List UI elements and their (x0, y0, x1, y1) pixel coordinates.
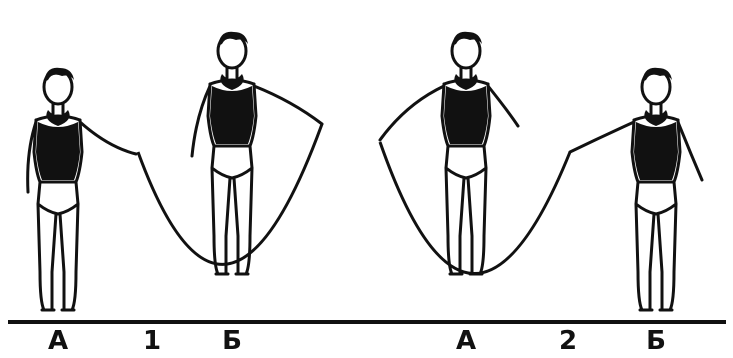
figure-a-scene-2 (380, 32, 518, 274)
label-b-scene-2: Б (646, 326, 666, 356)
label-a-scene-2: А (456, 326, 476, 356)
label-a-scene-1: А (48, 326, 68, 356)
label-b-scene-1: Б (222, 326, 242, 356)
figure-b-scene-1 (192, 32, 322, 274)
label-number-scene-2: 2 (559, 326, 577, 356)
figure-b-scene-2 (570, 68, 702, 310)
figure-a-scene-1 (28, 68, 136, 310)
rope-scene-2 (380, 142, 570, 274)
ground-line (8, 320, 726, 324)
label-number-scene-1: 1 (143, 326, 161, 356)
